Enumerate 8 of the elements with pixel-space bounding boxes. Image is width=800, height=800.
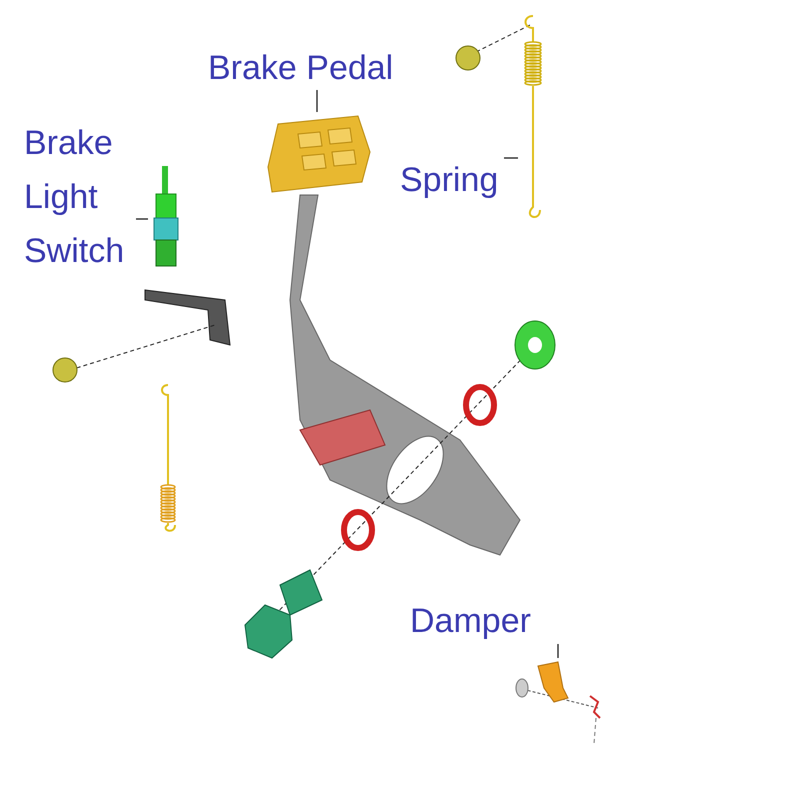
leader-line <box>557 644 559 658</box>
part-label: Damper <box>410 601 531 642</box>
leader-line <box>316 90 318 112</box>
leader-line <box>136 218 148 220</box>
part-label: Brake Light Switch <box>24 123 126 272</box>
part-label: Brake Pedal <box>208 48 394 89</box>
part-label: Spring <box>400 160 498 201</box>
leader-line <box>504 157 518 159</box>
